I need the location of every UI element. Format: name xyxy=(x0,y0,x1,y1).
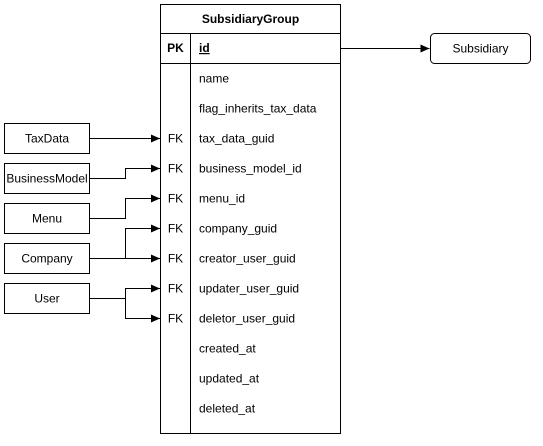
pk-field: id xyxy=(199,41,210,55)
table-border xyxy=(160,4,341,434)
table-row[interactable]: FK company_guid xyxy=(168,222,277,236)
subsidiary-group-table[interactable]: SubsidiaryGroup PK id name flag_inherits_… xyxy=(160,4,341,434)
field-name: tax_data_guid xyxy=(199,132,274,146)
connector-businessmodel xyxy=(89,164,160,179)
entity-label: User xyxy=(34,292,59,306)
entity-label: Subsidiary xyxy=(452,42,508,56)
table-row[interactable]: name xyxy=(199,72,229,86)
entity-taxdata[interactable]: TaxData xyxy=(4,123,90,154)
connector-user-deletor xyxy=(125,298,160,323)
field-name: updater_user_guid xyxy=(199,282,299,296)
entity-label: Company xyxy=(21,252,72,266)
entity-menu[interactable]: Menu xyxy=(4,203,90,234)
field-key: FK xyxy=(168,252,183,266)
entity-label: BusinessModel xyxy=(6,172,87,186)
connector-user-updater xyxy=(89,284,160,299)
table-title: SubsidiaryGroup xyxy=(202,12,299,26)
entity-box xyxy=(4,283,90,314)
field-key: FK xyxy=(168,192,183,206)
field-key: FK xyxy=(168,132,183,146)
field-name: name xyxy=(199,72,229,86)
field-key: FK xyxy=(168,222,183,236)
entity-box xyxy=(4,123,90,154)
entity-label: TaxData xyxy=(25,132,69,146)
connectors xyxy=(89,44,430,323)
entity-box xyxy=(4,203,90,234)
connector-company-guid xyxy=(125,224,160,259)
pk-label: PK xyxy=(167,41,184,55)
table-row[interactable]: created_at xyxy=(199,342,256,356)
connector-menu xyxy=(89,194,160,219)
field-name: business_model_id xyxy=(199,162,302,176)
table-row[interactable]: FK business_model_id xyxy=(168,162,302,176)
entity-label: Menu xyxy=(32,212,62,226)
field-name: deleted_at xyxy=(199,402,256,416)
table-row[interactable]: flag_inherits_tax_data xyxy=(199,102,317,116)
entity-subsidiary[interactable]: Subsidiary xyxy=(430,33,531,64)
field-name: menu_id xyxy=(199,192,245,206)
table-row[interactable]: deleted_at xyxy=(199,402,256,416)
table-row[interactable]: FK menu_id xyxy=(168,192,245,206)
table-row[interactable]: FK tax_data_guid xyxy=(168,132,275,146)
field-key: FK xyxy=(168,312,183,326)
field-name: deletor_user_guid xyxy=(199,312,295,326)
table-row[interactable]: FK updater_user_guid xyxy=(168,282,299,296)
table-row[interactable]: FK creator_user_guid xyxy=(168,252,296,266)
entity-businessmodel[interactable]: BusinessModel xyxy=(4,163,90,194)
field-name: flag_inherits_tax_data xyxy=(199,102,317,116)
table-row[interactable]: FK deletor_user_guid xyxy=(168,312,295,326)
entity-box xyxy=(4,163,90,194)
field-key: FK xyxy=(168,162,183,176)
entity-company[interactable]: Company xyxy=(4,243,90,274)
entity-user[interactable]: User xyxy=(4,283,90,314)
field-key: FK xyxy=(168,282,183,296)
field-name: updated_at xyxy=(199,372,260,386)
entity-box xyxy=(430,33,531,64)
field-name: created_at xyxy=(199,342,256,356)
table-row[interactable]: updated_at xyxy=(199,372,260,386)
entity-box xyxy=(4,243,90,274)
field-name: creator_user_guid xyxy=(199,252,296,266)
field-name: company_guid xyxy=(199,222,277,236)
